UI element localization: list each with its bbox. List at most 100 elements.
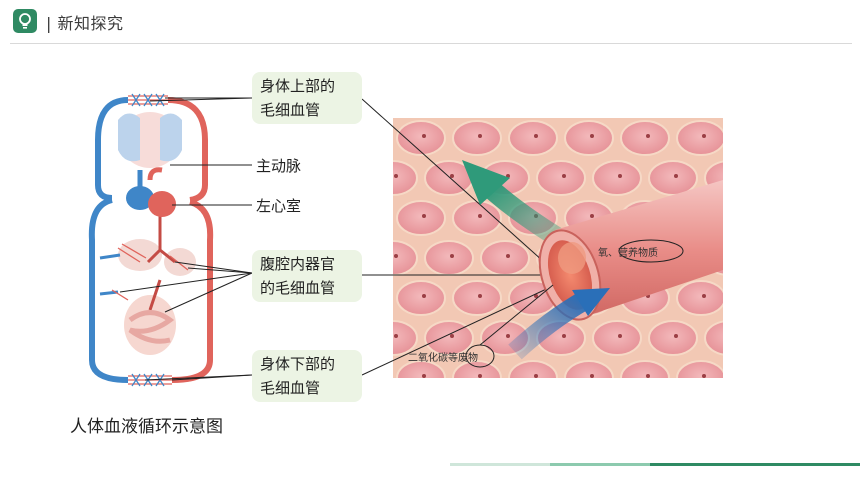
cell-nucleus [506, 254, 510, 258]
tissue-cell [676, 280, 723, 316]
cell-nucleus [534, 214, 538, 218]
tissue-cell [396, 200, 446, 236]
label-abdominal-capillaries: 腹腔内器官 的毛细血管 [252, 250, 362, 302]
tissue-cell [620, 280, 670, 316]
cell-nucleus [674, 254, 678, 258]
tissue-cell [393, 320, 418, 356]
footer-stripe-dark [650, 463, 860, 466]
cell-nucleus [394, 254, 398, 258]
tissue-cell [620, 200, 670, 236]
cell-nucleus [534, 374, 538, 378]
tissue-cell [424, 240, 474, 276]
tissue-cell [393, 160, 418, 196]
tissue-cell [424, 320, 474, 356]
footer-stripe-mid [550, 463, 650, 466]
co2-waste-label: 二氧化碳等废物 [408, 349, 478, 364]
label-lower-line2: 毛细血管 [260, 379, 321, 397]
cell-nucleus [478, 294, 482, 298]
nutrients-circled: 营养物质 [618, 248, 658, 259]
tissue-cell [704, 240, 723, 276]
label-abdominal-line2: 的毛细血管 [260, 279, 336, 297]
tissue-cell [536, 240, 586, 276]
cell-nucleus [394, 334, 398, 338]
tissue-cell [620, 360, 670, 378]
label-aorta: 主动脉 [256, 157, 302, 175]
cell-nucleus [506, 334, 510, 338]
label-lower-line1: 身体下部的 [260, 355, 336, 373]
tissue-cell [648, 320, 698, 356]
page-title: | 新知探究 [46, 14, 124, 33]
label-abdominal-line1: 腹腔内器官 [260, 255, 336, 273]
tissue-cell [396, 280, 446, 316]
tissue-cell [564, 280, 614, 316]
circulation-figure [88, 93, 214, 387]
header-divider [10, 43, 852, 44]
footer-stripe-light [450, 463, 550, 466]
cell-nucleus [450, 174, 454, 178]
tissue-cell [480, 240, 530, 276]
tissue-cell [424, 160, 474, 196]
figure-caption: 人体血液循环示意图 [70, 417, 223, 437]
tissue-cell [536, 320, 586, 356]
tissue-cell [396, 120, 446, 156]
oxygen-prefix: 氧、 [598, 248, 618, 259]
cell-nucleus [702, 134, 706, 138]
cell-nucleus [478, 214, 482, 218]
leader-lines [119, 97, 556, 381]
tissue-cell [508, 200, 558, 236]
tissue-cell [393, 240, 418, 276]
header-bar: | 新知探究 [0, 0, 860, 44]
cell-nucleus [646, 374, 650, 378]
tissue-cell [620, 120, 670, 156]
cell-nucleus [422, 374, 426, 378]
cell-nucleus [646, 214, 650, 218]
tissue-cell [592, 160, 642, 196]
cell-nucleus [422, 214, 426, 218]
tissue-cell [480, 160, 530, 196]
tissue-cell [704, 160, 723, 196]
tissue-cell [452, 280, 502, 316]
tissue-cell [452, 200, 502, 236]
cell-nucleus [590, 214, 594, 218]
cell-nucleus [534, 134, 538, 138]
cell-nucleus [646, 294, 650, 298]
cell-nucleus [702, 214, 706, 218]
cell-nucleus [478, 134, 482, 138]
tissue-cell [452, 120, 502, 156]
co2-prefix: 二氧化碳等 [408, 353, 458, 364]
cell-nucleus [618, 174, 622, 178]
tissue-cell [592, 320, 642, 356]
cell-nucleus [590, 134, 594, 138]
tissue-cell [508, 120, 558, 156]
cell-nucleus [422, 134, 426, 138]
tissue-cell [648, 160, 698, 196]
cell-nucleus [618, 334, 622, 338]
tissue-cell [564, 200, 614, 236]
tissue-cell [508, 360, 558, 378]
cell-nucleus [646, 134, 650, 138]
tissue-cell [480, 320, 530, 356]
cell-nucleus [590, 294, 594, 298]
cell-nucleus [702, 294, 706, 298]
tissue-cell [676, 200, 723, 236]
label-upper-line1: 身体上部的 [260, 77, 336, 95]
cell-nucleus [562, 174, 566, 178]
tissue-cell [564, 360, 614, 378]
tissue-cell [704, 320, 723, 356]
label-upper-line2: 毛细血管 [260, 101, 321, 119]
label-left-ventricle: 左心室 [256, 197, 302, 215]
tissue-cell [508, 280, 558, 316]
cell-nucleus [730, 334, 734, 338]
tissue-cell [676, 360, 723, 378]
cell-nucleus [730, 254, 734, 258]
cell-nucleus [730, 174, 734, 178]
tissue-cell [536, 160, 586, 196]
waste-circled: 废物 [458, 353, 478, 364]
cell-nucleus [674, 334, 678, 338]
cell-nucleus [674, 174, 678, 178]
cell-nucleus [450, 334, 454, 338]
cell-nucleus [478, 374, 482, 378]
cell-nucleus [562, 334, 566, 338]
cell-nucleus [702, 374, 706, 378]
cell-nucleus [590, 374, 594, 378]
